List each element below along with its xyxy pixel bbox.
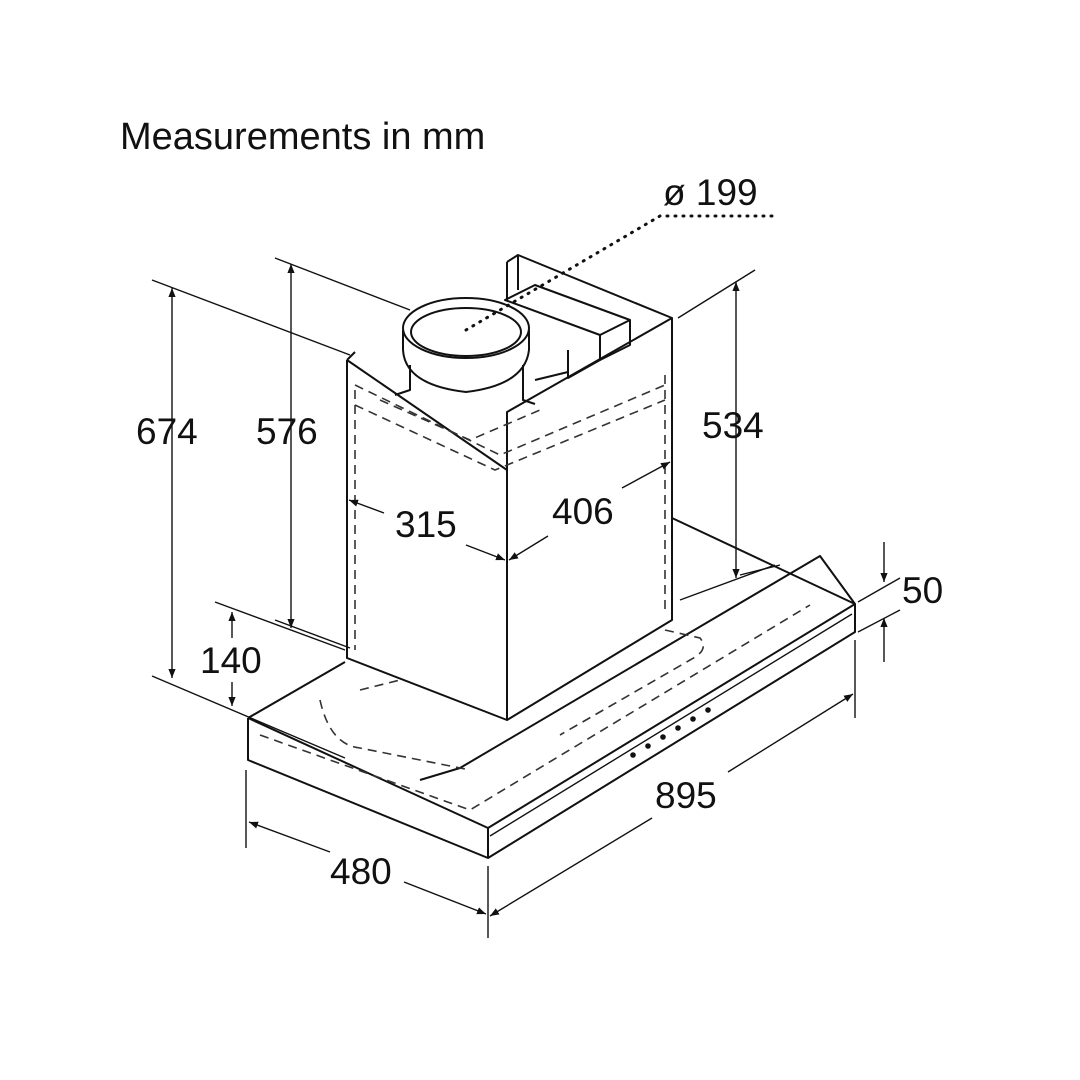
chimney-rear-height-dimension: 534	[677, 269, 781, 578]
chimney-height-dimension: 576	[256, 257, 411, 649]
canopy-height-dimension: 140	[200, 601, 346, 706]
hood-canopy	[247, 517, 856, 859]
duct-diameter-dimension: ø 199	[464, 172, 777, 332]
front-panel-height-dimension: 50	[857, 542, 943, 662]
chimney-width-label: 315	[395, 504, 457, 545]
front-panel-height-label: 50	[902, 570, 943, 611]
wall-bracket	[504, 254, 673, 381]
overall-width-dimension: 895	[489, 640, 856, 917]
duct-connector	[394, 297, 536, 405]
total-height-dimension: 674	[136, 279, 351, 759]
total-height-label: 674	[136, 411, 198, 452]
chimney-depth-dimension: 406	[508, 461, 671, 561]
control-buttons	[630, 707, 711, 758]
overall-width-label: 895	[655, 775, 717, 816]
chimney-depth-label: 406	[552, 491, 614, 532]
chimney-width-dimension: 315	[348, 499, 506, 561]
overall-depth-dimension: 480	[245, 770, 489, 938]
overall-depth-label: 480	[330, 851, 392, 892]
duct-diameter-label: ø 199	[663, 172, 758, 213]
chimney	[346, 317, 673, 721]
chimney-rear-height-label: 534	[702, 405, 764, 446]
canopy-height-label: 140	[200, 640, 262, 681]
chimney-height-label: 576	[256, 411, 318, 452]
diagram-title: Measurements in mm	[120, 116, 486, 158]
